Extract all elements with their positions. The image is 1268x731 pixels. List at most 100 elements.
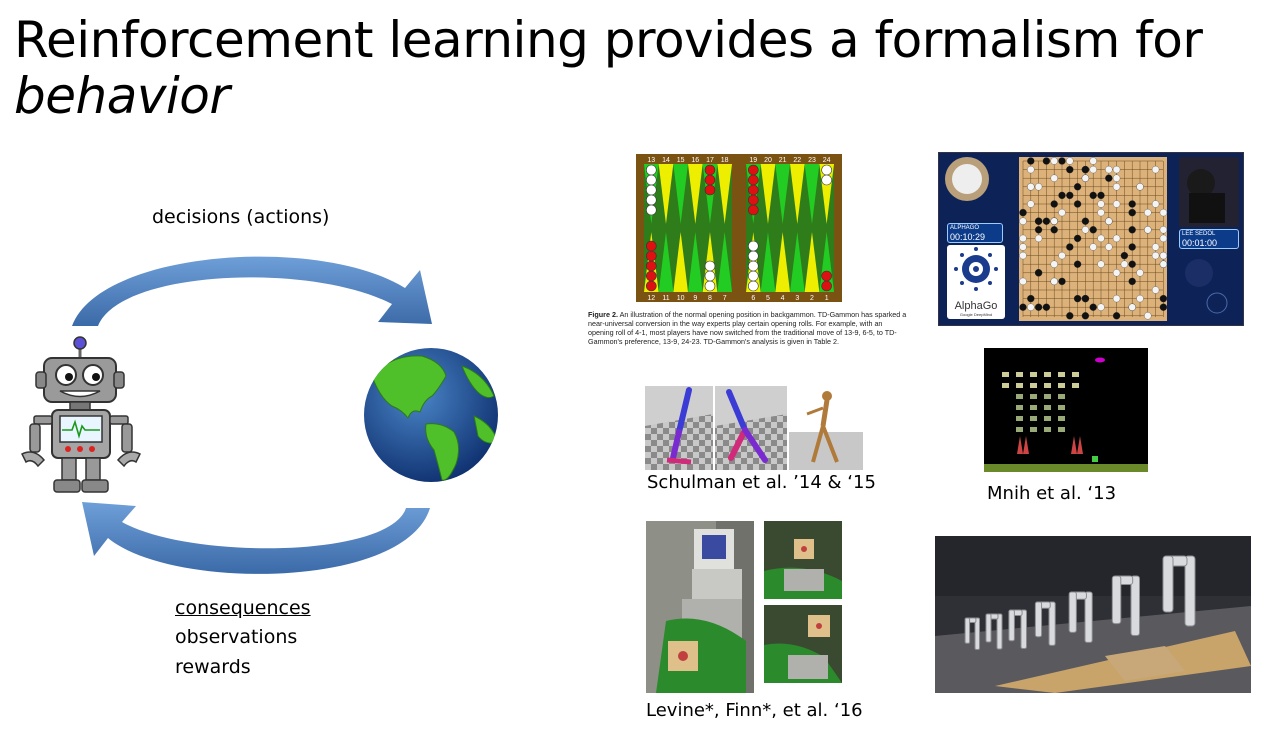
go-stone (1027, 294, 1035, 303)
go-stone (1128, 226, 1136, 234)
go-stone (1066, 191, 1074, 200)
checker (748, 174, 759, 186)
invader (1016, 405, 1023, 410)
go-stone (1089, 243, 1097, 251)
go-stone (1019, 303, 1027, 311)
go-stone (1042, 303, 1051, 311)
go-stone (1066, 165, 1074, 174)
board-number: 23 (808, 157, 816, 164)
go-stone (1097, 200, 1105, 208)
go-stone (1019, 234, 1027, 243)
invader (1072, 372, 1079, 377)
checker (748, 240, 759, 252)
checker (646, 194, 657, 206)
invader (1030, 416, 1037, 421)
go-stone (1058, 157, 1066, 165)
invader (1044, 372, 1051, 377)
checker (646, 164, 657, 176)
go-stone (1097, 303, 1105, 311)
go-stone (1136, 269, 1144, 277)
board-number: 9 (693, 295, 697, 302)
go-stone (1081, 174, 1090, 182)
robot-arm (1048, 601, 1056, 646)
invader (1058, 394, 1065, 399)
robot-arm (1020, 609, 1027, 649)
slide-title: Reinforcement learning provides a formal… (14, 11, 1203, 125)
checker (646, 240, 657, 252)
invader (1044, 394, 1051, 399)
checker (748, 204, 759, 216)
go-stone (1058, 191, 1066, 200)
board-number: 4 (781, 295, 785, 302)
go-stone (1034, 183, 1043, 191)
go-stone (1034, 234, 1043, 243)
feedback-arrow (82, 502, 430, 574)
go-stone (1058, 277, 1066, 286)
invader (1016, 372, 1023, 377)
go-stone (1027, 303, 1035, 311)
board-number: 10 (677, 295, 685, 302)
loop-arrows (72, 256, 432, 574)
invader (1044, 383, 1051, 388)
go-stone (1089, 165, 1097, 174)
cube-insertion-photo-2 (764, 605, 842, 683)
go-stone (1050, 260, 1058, 268)
go-stone (1112, 234, 1121, 243)
robot-arm-farm-photo (935, 536, 1251, 693)
slide-title-emphasis: behavior (14, 67, 230, 125)
board-number: 21 (779, 157, 787, 164)
go-stone (1027, 157, 1035, 165)
go-stone (1034, 226, 1043, 234)
go-stone (1081, 165, 1090, 174)
globe-icon (364, 348, 498, 482)
go-stone (1073, 183, 1082, 191)
go-stone (1042, 217, 1051, 225)
board-number: 11 (662, 295, 669, 302)
lee-sedol-timer: LEE SEDOL 00:01:00 (1179, 229, 1239, 249)
schulman-caption: Schulman et al. ’14 & ‘15 (647, 472, 876, 493)
board-number: 8 (708, 295, 712, 302)
invader (1030, 405, 1037, 410)
robot-arm (974, 617, 980, 650)
consequences-label: consequences (175, 597, 311, 619)
go-stone (1058, 251, 1066, 260)
rewards-label: rewards (175, 656, 251, 678)
robot-arm-segment (1068, 591, 1077, 633)
board-number: 5 (766, 295, 770, 302)
go-stone (1136, 183, 1144, 191)
checker (748, 250, 759, 262)
invader (1030, 383, 1037, 388)
board-number: 19 (749, 157, 757, 164)
board-number: 14 (662, 157, 670, 164)
invader (1002, 372, 1009, 377)
mnih-caption: Mnih et al. ‘13 (987, 483, 1117, 504)
go-stone (1112, 174, 1121, 182)
go-stone (1050, 217, 1058, 225)
go-stone (1097, 208, 1105, 217)
board-number: 3 (795, 295, 799, 302)
pr2-robot-photo (646, 521, 754, 693)
go-stone (1151, 286, 1160, 294)
go-stone (1019, 251, 1027, 260)
go-stone (1105, 217, 1113, 225)
go-stone (1027, 165, 1035, 174)
cube-insertion-photo-1 (764, 521, 842, 599)
go-stone (1027, 200, 1035, 208)
go-stone (1159, 234, 1168, 243)
robot-arm-segment (1162, 555, 1174, 613)
checker (821, 270, 832, 282)
go-stone (1120, 251, 1129, 260)
invader (1044, 427, 1051, 432)
robot-icon (20, 336, 142, 493)
go-stone (1144, 208, 1152, 217)
robot-arm (1184, 555, 1196, 627)
go-stone (1128, 277, 1136, 286)
go-stone (1112, 312, 1121, 320)
go-stone (1151, 165, 1160, 174)
go-stone (1159, 208, 1168, 217)
go-stone (1050, 277, 1058, 286)
go-stone (1058, 208, 1066, 217)
go-stone (1120, 260, 1129, 268)
go-stone (1089, 303, 1097, 311)
go-stone (1112, 294, 1121, 303)
